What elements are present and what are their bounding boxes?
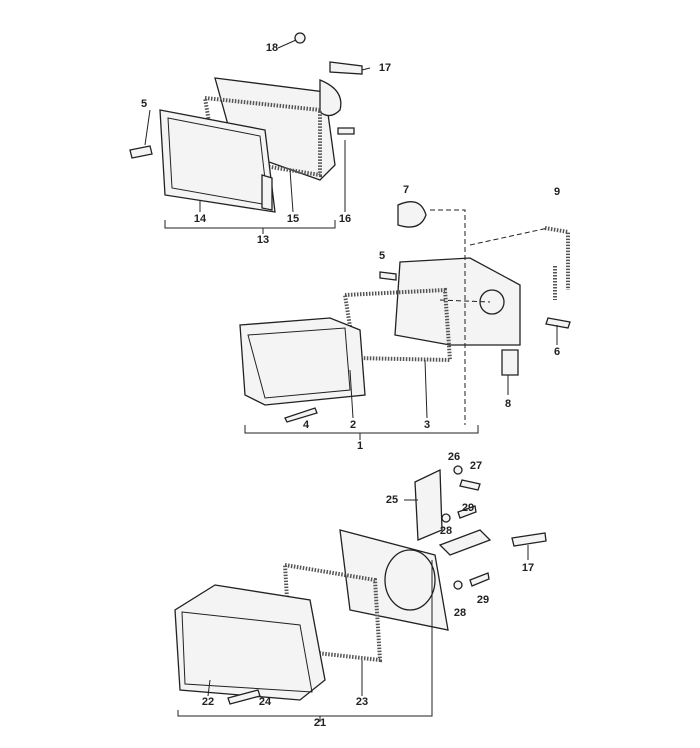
screw-4-icon xyxy=(284,407,318,423)
callout-4: 4 xyxy=(302,419,310,431)
plate-8-icon xyxy=(501,349,519,376)
callout-5b: 5 xyxy=(378,250,386,262)
bulb-17-icon xyxy=(329,61,363,75)
screw-6-icon xyxy=(545,317,571,329)
turn-signal-assembly xyxy=(239,201,571,440)
screw-29-icon xyxy=(457,505,477,519)
top-lamp-bulb-socket xyxy=(319,79,342,117)
callout-22: 22 xyxy=(201,696,215,708)
callout-28: 28 xyxy=(439,525,453,537)
callout-2: 2 xyxy=(349,419,357,431)
callout-17b: 17 xyxy=(521,562,535,574)
washer-26-icon xyxy=(453,465,463,475)
callout-5: 5 xyxy=(140,98,148,110)
screw-29b-icon xyxy=(469,572,490,587)
callout-14: 14 xyxy=(193,213,207,225)
screw-24-icon xyxy=(227,689,261,705)
washer-28b-icon xyxy=(453,580,463,590)
bulb-7-icon xyxy=(397,201,427,228)
callout-23: 23 xyxy=(355,696,369,708)
callout-26: 26 xyxy=(447,451,461,463)
callout-8: 8 xyxy=(504,398,512,410)
turn-signal-gasket-3 xyxy=(342,287,453,363)
callout-6: 6 xyxy=(553,346,561,358)
callout-1: 1 xyxy=(356,440,364,452)
bracket-25-icon xyxy=(414,468,443,541)
callout-15: 15 xyxy=(286,213,300,225)
callout-13: 13 xyxy=(256,234,270,246)
washer-28-icon xyxy=(441,513,451,523)
fog-lamp-assembly xyxy=(174,465,547,722)
turn-signal-lens-2 xyxy=(239,317,366,406)
bulb-17b-icon xyxy=(511,532,547,547)
callout-29b: 29 xyxy=(476,594,490,606)
callout-27: 27 xyxy=(469,460,483,472)
fog-lamp-lens-22 xyxy=(174,584,326,701)
callout-7: 7 xyxy=(402,184,410,196)
screw-5-icon xyxy=(129,145,153,159)
screw-16-icon xyxy=(337,127,355,135)
fog-lamp-bulb-socket xyxy=(438,529,492,556)
callout-16: 16 xyxy=(338,213,352,225)
bolt-27-icon xyxy=(459,479,481,491)
callout-28b: 28 xyxy=(453,607,467,619)
callout-24: 24 xyxy=(258,696,272,708)
callout-17: 17 xyxy=(378,62,392,74)
bulb-18-icon xyxy=(294,32,306,44)
callout-3: 3 xyxy=(423,419,431,431)
top-lamp-assembly xyxy=(129,32,371,234)
top-lamp-lens-14 xyxy=(159,109,276,213)
callout-18: 18 xyxy=(265,42,279,54)
turn-signal-housing xyxy=(394,257,521,346)
callout-21: 21 xyxy=(313,717,327,729)
callout-9: 9 xyxy=(553,186,561,198)
fog-lamp-gasket-23 xyxy=(282,562,383,663)
callout-29: 29 xyxy=(461,502,475,514)
screw-5b-icon xyxy=(379,271,397,281)
callout-25: 25 xyxy=(385,494,399,506)
wire-9 xyxy=(544,226,570,300)
